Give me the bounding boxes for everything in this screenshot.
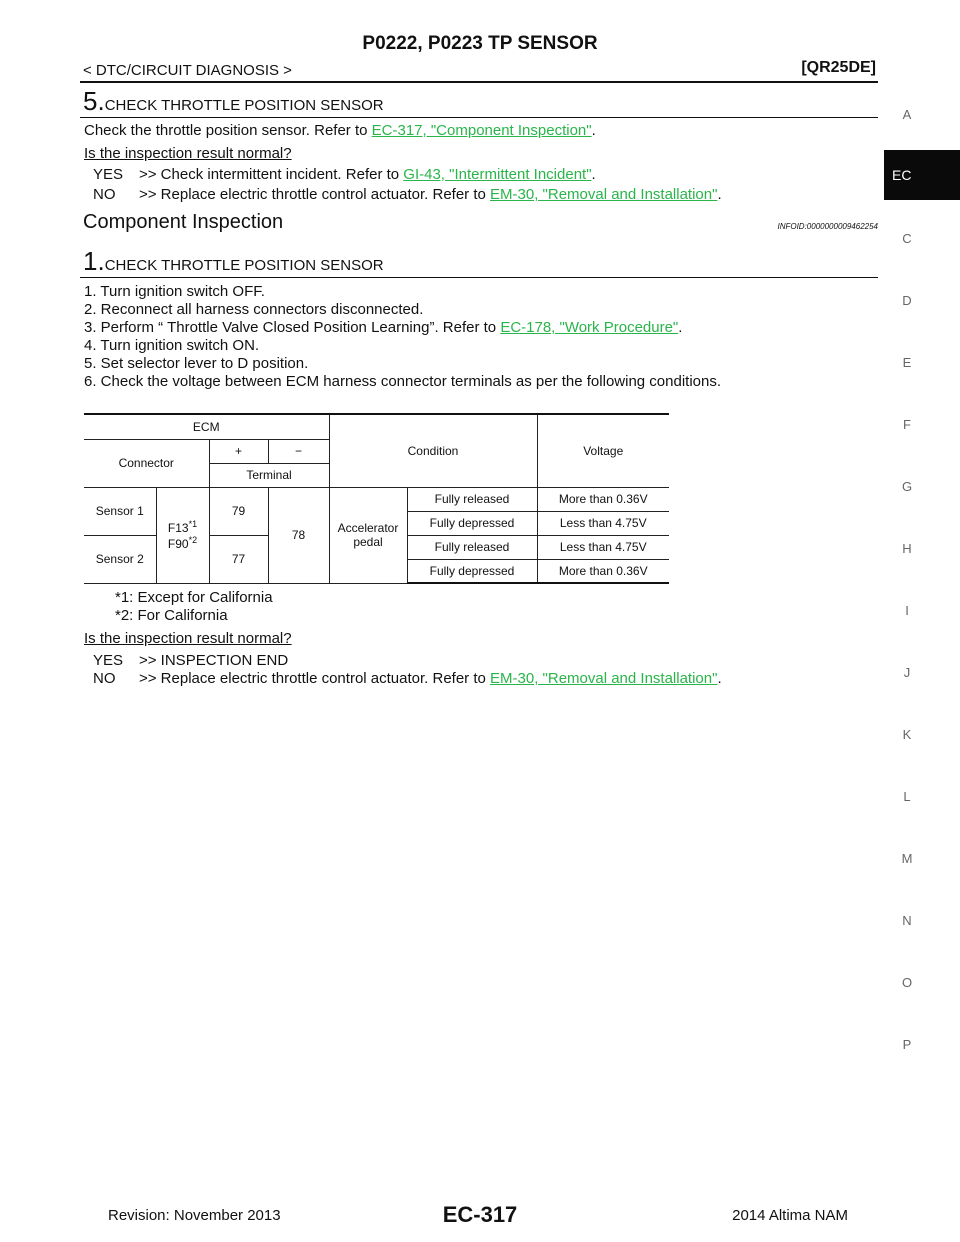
step5-body: Check the throttle position sensor. Refe… bbox=[84, 122, 596, 139]
side-tab-a[interactable]: A bbox=[902, 107, 912, 122]
cell-connector: F13*1 F90*2 bbox=[155, 487, 209, 584]
step5-question: Is the inspection result normal? bbox=[84, 145, 292, 162]
step1-title: CHECK THROTTLE POSITION SENSOR bbox=[104, 257, 384, 274]
info-id: INFOID:0000000009462254 bbox=[777, 222, 878, 231]
side-tab-m[interactable]: M bbox=[901, 851, 913, 866]
step1-yes-text: >> INSPECTION END bbox=[139, 652, 289, 669]
cell-voltage: Less than 4.75V bbox=[536, 535, 669, 560]
page-title: P0222, P0223 TP SENSOR bbox=[362, 33, 598, 54]
side-tab-o[interactable]: O bbox=[901, 975, 913, 990]
side-tab-c[interactable]: C bbox=[902, 231, 912, 246]
header-terminal: Terminal bbox=[208, 463, 329, 488]
step1-number: 1. bbox=[83, 246, 105, 276]
footer-revision: Revision: November 2013 bbox=[108, 1207, 281, 1224]
footer-model: 2014 Altima NAM bbox=[732, 1207, 848, 1224]
cell-condition: Fully released bbox=[406, 487, 537, 512]
step5-title: CHECK THROTTLE POSITION SENSOR bbox=[104, 97, 384, 114]
side-tab-i[interactable]: I bbox=[905, 603, 909, 618]
side-tab-ec-active[interactable]: EC bbox=[884, 150, 960, 200]
cell-terminal-77: 77 bbox=[208, 535, 268, 584]
header-voltage: Voltage bbox=[536, 413, 669, 488]
side-tab-g[interactable]: G bbox=[901, 479, 913, 494]
step1-no: NO bbox=[93, 670, 116, 687]
cell-voltage: More than 0.36V bbox=[536, 487, 669, 512]
step1-item-3: 3. Perform “ Throttle Valve Closed Posit… bbox=[84, 319, 683, 336]
section-title: Component Inspection bbox=[83, 211, 284, 233]
header-rule bbox=[80, 81, 878, 83]
voltage-spec-table: ECM Condition Voltage Connector + − Term… bbox=[84, 413, 669, 584]
side-tab-e[interactable]: E bbox=[902, 355, 912, 370]
step5-no: NO bbox=[93, 186, 116, 203]
side-tab-d[interactable]: D bbox=[902, 293, 912, 308]
link-gi-43[interactable]: GI-43, "Intermittent Incident" bbox=[403, 166, 592, 183]
section-breadcrumb: < DTC/CIRCUIT DIAGNOSIS > bbox=[83, 62, 292, 79]
step5-no-text: >> Replace electric throttle control act… bbox=[139, 186, 722, 203]
cell-terminal-79: 79 bbox=[208, 487, 268, 536]
step1-no-text: >> Replace electric throttle control act… bbox=[139, 670, 722, 687]
note-2: *2: For California bbox=[115, 607, 228, 624]
side-tab-j[interactable]: J bbox=[903, 665, 911, 680]
side-tab-k[interactable]: K bbox=[902, 727, 912, 742]
step1-item-6: 6. Check the voltage between ECM harness… bbox=[84, 373, 722, 390]
link-ec-178[interactable]: EC-178, "Work Procedure" bbox=[500, 319, 679, 336]
cell-condition: Fully released bbox=[406, 535, 537, 560]
step5-heading: 5.CHECK THROTTLE POSITION SENSOR bbox=[83, 86, 384, 117]
link-em-30[interactable]: EM-30, "Removal and Installation" bbox=[490, 186, 718, 203]
cell-terminal-78: 78 bbox=[267, 487, 329, 584]
side-tab-n[interactable]: N bbox=[902, 913, 912, 928]
step1-question: Is the inspection result normal? bbox=[84, 630, 292, 647]
step1-item-5: 5. Set selector lever to D position. bbox=[84, 355, 309, 372]
cell-accelerator-pedal: Accelerator pedal bbox=[328, 487, 407, 584]
header-ecm: ECM bbox=[84, 413, 329, 440]
step5-number: 5. bbox=[83, 86, 105, 116]
step1-item-4: 4. Turn ignition switch ON. bbox=[84, 337, 260, 354]
side-tab-p[interactable]: P bbox=[902, 1037, 912, 1052]
step1-heading: 1.CHECK THROTTLE POSITION SENSOR bbox=[83, 246, 384, 277]
link-ec-317[interactable]: EC-317, "Component Inspection" bbox=[371, 122, 592, 139]
step1-rule bbox=[80, 277, 878, 278]
step1-yes: YES bbox=[93, 652, 124, 669]
side-tab-l[interactable]: L bbox=[903, 789, 911, 804]
step5-yes: YES bbox=[93, 166, 124, 183]
step1-item-1: 1. Turn ignition switch OFF. bbox=[84, 283, 265, 300]
cell-voltage: Less than 4.75V bbox=[536, 511, 669, 536]
cell-voltage: More than 0.36V bbox=[536, 559, 669, 584]
side-tab-f[interactable]: F bbox=[903, 417, 911, 432]
step5-yes-text: >> Check intermittent incident. Refer to… bbox=[139, 166, 596, 183]
note-1: *1: Except for California bbox=[115, 589, 273, 606]
side-tab-h[interactable]: H bbox=[902, 541, 912, 556]
link-em-30-b[interactable]: EM-30, "Removal and Installation" bbox=[490, 670, 718, 687]
cell-condition: Fully depressed bbox=[406, 559, 537, 584]
header-condition: Condition bbox=[328, 413, 537, 488]
step5-rule bbox=[80, 117, 878, 118]
header-minus: − bbox=[267, 439, 329, 464]
cell-sensor-2: Sensor 2 bbox=[84, 535, 156, 584]
engine-code: [QR25DE] bbox=[801, 59, 876, 76]
footer-page-number: EC-317 bbox=[442, 1202, 518, 1227]
header-connector: Connector bbox=[84, 439, 209, 488]
cell-sensor-1: Sensor 1 bbox=[84, 487, 156, 536]
cell-condition: Fully depressed bbox=[406, 511, 537, 536]
header-plus: + bbox=[208, 439, 268, 464]
step1-item-2: 2. Reconnect all harness connectors disc… bbox=[84, 301, 424, 318]
